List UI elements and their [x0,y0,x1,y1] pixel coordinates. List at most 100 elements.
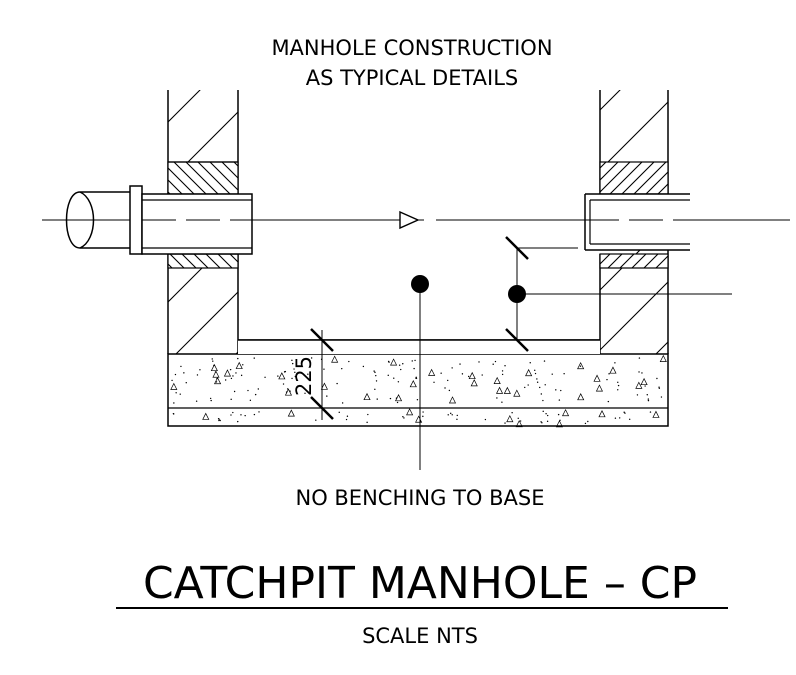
aggregate-dot [185,381,187,384]
aggregate-dot [362,365,365,368]
aggregate-dot [415,376,417,378]
aggregate-dot [230,398,232,401]
aggregate-dot [636,394,639,396]
aggregate-mark [493,376,501,384]
aggregate-dot [519,420,522,422]
aggregate-dot [253,357,255,359]
aggregate-dot [459,363,461,365]
aggregate-dot [400,368,402,371]
aggregate-dot [444,387,446,389]
aggregate-dot [638,357,641,359]
aggregate-dot [237,357,239,360]
drawing-title: CATCHPIT MANHOLE – CP [143,558,697,609]
aggregate-dot [451,414,453,416]
aggregate-dot [375,374,377,377]
aggregate-dot [294,375,297,378]
aggregate-dot [387,374,389,377]
aggregate-dot [348,360,350,363]
aggregate-dot [579,365,582,367]
aggregate-dot [254,393,257,396]
aggregate-dot [366,421,368,424]
aggregate-dot [608,373,610,375]
aggregate-dot [215,381,218,383]
aggregate-dot [210,399,212,402]
aggregate-dot [173,402,175,404]
aggregate-dot [402,363,404,365]
aggregate-dot [534,372,537,375]
aggregate-mark [363,392,371,401]
aggregate-dot [310,357,313,359]
aggregate-dot [237,420,239,423]
aggregate-dot [450,412,452,415]
aggregate-dot [195,400,198,402]
aggregate-dot [448,389,451,392]
aggregate-dot [172,413,175,415]
aggregate-dot [658,387,661,390]
aggregate-dot [397,381,400,383]
aggregate-mark [409,380,417,388]
aggregate-mark [595,384,604,392]
aggregate-dot [304,392,306,394]
aggregate-dot [628,418,631,420]
aggregate-dot [211,358,213,360]
aggregate-dot [367,413,369,416]
aggregate-dot [617,384,620,387]
note-no-benching: NO BENCHING TO BASE [295,486,544,510]
aggregate-mark [593,374,601,382]
aggregate-dot [660,396,663,398]
aggregate-dot [617,389,619,391]
aggregate-dot [546,420,549,423]
aggregate-dot [224,379,227,381]
aggregate-mark [320,382,328,390]
aggregate-dot [478,361,480,363]
aggregate-dot [461,373,464,375]
aggregate-mark [515,419,523,428]
aggregate-dot [607,400,610,403]
aggregate-dot [511,412,513,414]
aggregate-dot [376,398,378,400]
aggregate-dot [232,411,234,414]
aggregate-dot [307,373,309,375]
aggregate-dot [249,399,252,402]
aggregate-dot [179,393,181,395]
aggregate-mark [577,361,585,370]
aggregate-mark [468,371,476,380]
aggregate-mark [212,370,220,378]
aggregate-dot [196,374,199,376]
aggregate-dot [560,389,562,392]
aggregate-dot [456,418,458,421]
aggregate-dot [546,414,549,417]
aggregate-dot [614,362,616,364]
aggregate-dot [212,360,214,362]
aggregate-dot [286,388,289,390]
aggregate-dot [617,381,619,383]
concrete-base [167,339,669,428]
aggregate-dot [346,415,349,417]
aggregate-dot [422,411,424,413]
aggregate-dot [257,388,260,390]
aggregate-dot [199,369,201,371]
aggregate-dot [504,365,506,367]
aggregate-dot [647,398,650,400]
aggregate-dot [374,371,376,374]
aggregate-dot [247,389,249,392]
aggregate-mark [525,368,533,377]
aggregate-mark [609,366,617,374]
aggregate-dot [253,413,256,416]
outlet-pipe [584,193,690,251]
aggregate-dot [623,411,625,413]
aggregate-dot [542,410,544,413]
aggregate-dot [180,365,182,368]
aggregate-dot [338,411,340,414]
aggregate-dot [416,398,419,401]
aggregate-dot [544,384,546,386]
aggregate-dot [641,372,643,374]
aggregate-mark [213,376,222,385]
aggregate-dot [456,414,458,417]
aggregate-dot [638,371,640,373]
aggregate-mark [331,355,339,363]
aggregate-mark [598,410,606,418]
note-typical-details: AS TYPICAL DETAILS [306,66,519,90]
aggregate-mark [202,412,210,420]
